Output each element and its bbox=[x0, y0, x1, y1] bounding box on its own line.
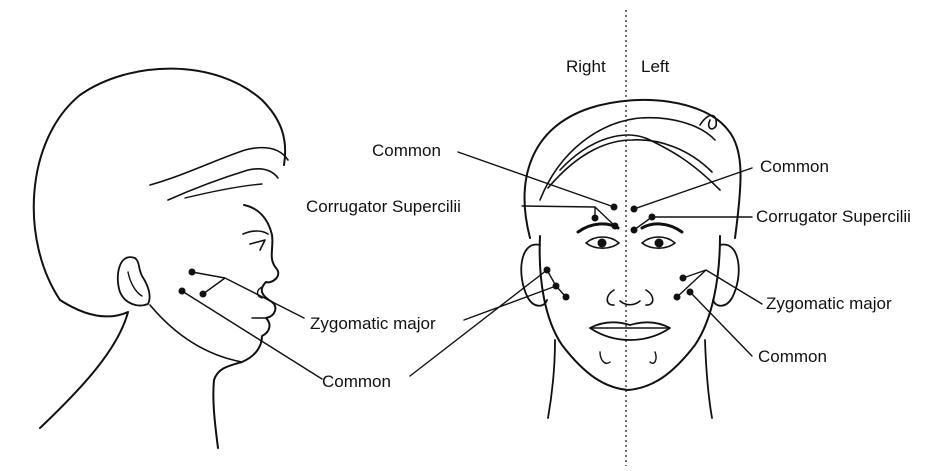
left-zygomatic-label: Zygomatic major bbox=[766, 294, 892, 313]
left-side-label: Left bbox=[641, 57, 670, 76]
profile-brow bbox=[243, 231, 268, 234]
profile-common-leader bbox=[182, 291, 322, 379]
profile-ear-inner bbox=[128, 272, 142, 296]
right-common-brow-label: Common bbox=[372, 141, 441, 160]
left-common-cheek-label: Common bbox=[758, 347, 827, 366]
left-zygomatic-leader bbox=[677, 270, 762, 304]
profile-eye bbox=[250, 240, 265, 250]
left-common-brow-leader bbox=[634, 168, 752, 209]
profile-skull-outline bbox=[34, 69, 285, 300]
frontal-hair-strand bbox=[540, 118, 715, 200]
frontal-left-brow bbox=[642, 224, 682, 232]
frontal-face-outline bbox=[540, 236, 720, 390]
profile-neck-back bbox=[40, 300, 128, 428]
profile-face-outline bbox=[213, 205, 278, 448]
frontal-mouth bbox=[590, 322, 670, 340]
left-corrugator-label: Corrugator Supercilii bbox=[756, 207, 911, 226]
left-common-cheek-leader bbox=[690, 292, 752, 356]
profile-head bbox=[34, 69, 322, 448]
profile-zygomatic-label: Zygomatic major bbox=[310, 314, 436, 333]
left-common-brow-label: Common bbox=[760, 157, 829, 176]
right-corrugator-label: Corrugator Supercilii bbox=[306, 197, 461, 216]
profile-jaw bbox=[150, 305, 242, 362]
frontal-right-pupil bbox=[598, 239, 607, 248]
profile-common-label: Common bbox=[322, 372, 391, 391]
frontal-left-pupil bbox=[655, 239, 664, 248]
right-common-brow-leader bbox=[458, 152, 614, 207]
right-side-label: Right bbox=[566, 57, 606, 76]
profile-zygomatic-leader bbox=[192, 272, 304, 318]
frontal-hair-strand bbox=[560, 135, 720, 190]
profile-hair-strand bbox=[185, 184, 262, 198]
frontal-nose bbox=[607, 290, 653, 305]
profile-ear bbox=[118, 257, 150, 305]
frontal-neck bbox=[548, 340, 712, 418]
frontal-chin bbox=[600, 352, 656, 363]
frontal-head bbox=[410, 10, 762, 466]
frontal-hair-strand bbox=[548, 140, 712, 188]
